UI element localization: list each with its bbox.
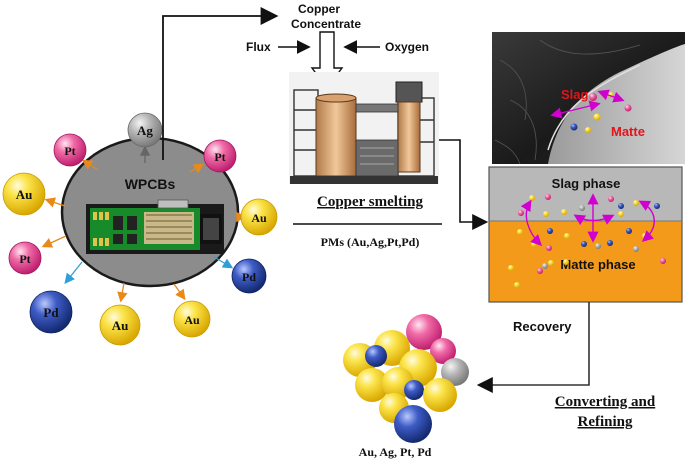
recovery-label: Recovery (513, 319, 572, 334)
slag-matte-micrograph: Slag Matte (492, 32, 685, 165)
copper-smelting-title: Copper smelting (317, 194, 423, 210)
svg-text:Au: Au (251, 211, 267, 225)
converting-refining-line1: Converting and (555, 394, 656, 410)
svg-text:Au: Au (16, 187, 33, 202)
satellite-pd-right: Pd (231, 258, 267, 294)
pcb-board-icon (86, 199, 224, 254)
phase-exchange-arrows (520, 193, 655, 246)
wpcb-title: WPCBs (125, 176, 176, 192)
flux-label: Flux (246, 40, 271, 54)
svg-text:Au: Au (112, 318, 129, 333)
svg-text:Ag: Ag (137, 123, 153, 138)
matte-phase-label: Matte phase (560, 257, 635, 272)
svg-text:Pd: Pd (43, 305, 59, 320)
product-metal-cluster (343, 314, 469, 443)
product-label: Au, Ag, Pt, Pd (359, 445, 432, 459)
copper-concentrate-label-line2: Concentrate (291, 17, 361, 31)
svg-text:Pt: Pt (64, 144, 75, 158)
satellite-arrows (41, 145, 247, 303)
slag-phase-label: Slag phase (552, 176, 621, 191)
satellite-au-left: Au (2, 172, 46, 216)
micrograph-matte-label: Matte (611, 124, 645, 139)
svg-text:Au: Au (184, 313, 200, 327)
satellite-au-right: Au (240, 198, 278, 236)
satellite-au-bottom-right: Au (173, 300, 211, 338)
satellite-au-bottom-left: Au (99, 304, 141, 346)
furnace-to-phases-arrow (439, 139, 489, 230)
pms-label: PMs (Au,Ag,Pt,Pd) (321, 235, 420, 249)
micrograph-slag-label: Slag (561, 87, 589, 102)
phase-particles (508, 194, 666, 288)
satellite-pd-left: Pd (29, 290, 73, 334)
converting-refining-line2: Refining (577, 414, 633, 430)
phase-box: Slag phase Matte phase (488, 166, 683, 303)
svg-text:Pt: Pt (214, 150, 225, 164)
wpcb-node: WPCBs (60, 136, 240, 288)
satellite-pt-right: Pt (203, 139, 237, 173)
satellite-ag: Ag (127, 112, 163, 148)
satellite-pt-left: Pt (53, 133, 87, 167)
furnace-illustration (289, 72, 439, 184)
wpcb-to-concentrate-arrow (162, 7, 279, 160)
copper-concentrate-label-line1: Copper (298, 2, 340, 16)
svg-text:Pt: Pt (19, 252, 30, 266)
svg-text:Pd: Pd (242, 270, 256, 284)
satellite-pt-lower: Pt (8, 241, 42, 275)
oxygen-label: Oxygen (385, 40, 429, 54)
recovery-arrow (476, 302, 590, 393)
